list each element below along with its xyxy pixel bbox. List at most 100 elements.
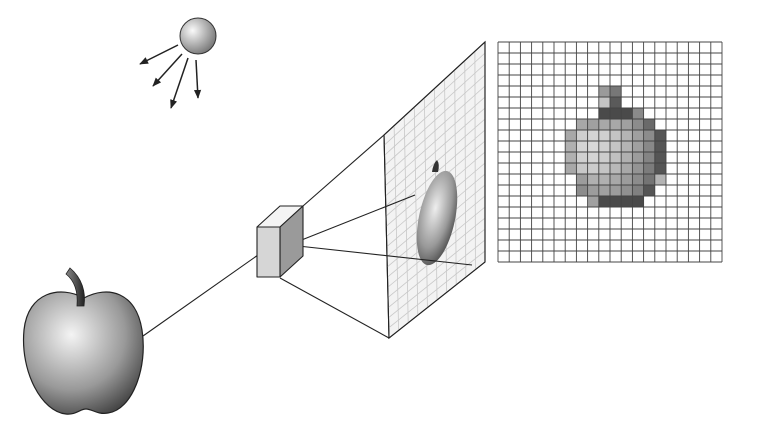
- pixel: [632, 108, 644, 119]
- pixel: [610, 86, 622, 97]
- pixel: [610, 130, 622, 141]
- pixel: [654, 130, 666, 141]
- pixel: [654, 163, 666, 174]
- light-rays: [139, 44, 202, 109]
- pixel: [598, 163, 610, 174]
- pixel: [621, 152, 633, 163]
- pixel: [621, 119, 633, 130]
- pixel: [621, 130, 633, 141]
- light-source: [139, 17, 217, 109]
- pixel: [610, 174, 622, 185]
- pixel: [610, 163, 622, 174]
- pixel: [621, 185, 633, 196]
- pixel: [565, 130, 577, 141]
- pixel: [576, 130, 588, 141]
- screen-grid-line: [385, 129, 486, 217]
- sun-icon: [179, 17, 217, 55]
- pixel: [598, 119, 610, 130]
- lens-ray-top: [288, 194, 416, 246]
- pixel: [598, 152, 610, 163]
- pixel: [643, 130, 655, 141]
- pixel: [643, 185, 655, 196]
- pixel: [587, 130, 599, 141]
- pixel: [598, 196, 610, 207]
- pixel: [565, 152, 577, 163]
- pixel: [632, 163, 644, 174]
- pixel: [632, 130, 644, 141]
- light-ray: [139, 44, 179, 65]
- pixel: [610, 97, 622, 108]
- pixel: [587, 185, 599, 196]
- pixel: [565, 163, 577, 174]
- object-ray: [142, 254, 259, 337]
- pixel: [610, 185, 622, 196]
- pixel: [632, 141, 644, 152]
- pixel: [643, 163, 655, 174]
- pixel: [587, 163, 599, 174]
- pixel: [654, 141, 666, 152]
- pixel: [632, 174, 644, 185]
- screen-grid-line: [388, 250, 486, 329]
- pixel: [632, 119, 644, 130]
- screen-grid-line: [388, 239, 486, 319]
- pixel: [610, 141, 622, 152]
- light-ray: [152, 53, 183, 87]
- apple: [22, 267, 144, 415]
- pixel: [643, 152, 655, 163]
- pixel: [598, 97, 610, 108]
- pixel: [621, 196, 633, 207]
- pixel: [587, 141, 599, 152]
- pixel: [598, 185, 610, 196]
- screen-grid-line: [384, 63, 486, 156]
- pixel: [598, 86, 610, 97]
- pixel: [632, 152, 644, 163]
- pixel: [598, 108, 610, 119]
- pixel: [576, 185, 588, 196]
- pixel-grid: [497, 41, 723, 263]
- projection-lines: [142, 134, 390, 339]
- light-ray: [170, 57, 189, 109]
- screen-grid-line: [384, 96, 486, 187]
- screen-grid-line: [384, 74, 486, 166]
- pixel: [587, 152, 599, 163]
- pixel: [643, 174, 655, 185]
- frustum-top: [302, 134, 385, 207]
- pixel: [598, 141, 610, 152]
- pixel: [576, 174, 588, 185]
- screen-grid-line: [384, 85, 486, 176]
- screen-grid-line: [385, 107, 486, 197]
- pixel: [598, 174, 610, 185]
- pixel: [654, 174, 666, 185]
- screen-grid-line: [383, 52, 486, 146]
- pixel: [654, 152, 666, 163]
- image-plane: [288, 40, 486, 340]
- projected-apple: [416, 160, 458, 266]
- pixel: [610, 152, 622, 163]
- pixel: [576, 141, 588, 152]
- camera-front: [256, 226, 281, 278]
- pixel: [610, 119, 622, 130]
- pixel: [643, 141, 655, 152]
- frustum-bottom: [279, 277, 390, 339]
- lens-ray-bottom: [288, 244, 473, 266]
- pixel: [621, 174, 633, 185]
- apple-stem: [65, 267, 85, 307]
- pixel: [576, 119, 588, 130]
- pixel: [610, 196, 622, 207]
- screen-grid-line: [387, 228, 486, 308]
- light-ray: [193, 59, 202, 99]
- pixel: [621, 163, 633, 174]
- pixel: [632, 196, 644, 207]
- pixel: [587, 196, 599, 207]
- pixel: [643, 119, 655, 130]
- pixel: [610, 108, 622, 119]
- pixel: [621, 108, 633, 119]
- pixel: [576, 163, 588, 174]
- pixel: [576, 152, 588, 163]
- pixel: [632, 185, 644, 196]
- pixel: [587, 174, 599, 185]
- pixel: [565, 141, 577, 152]
- pixel: [598, 130, 610, 141]
- camera: [256, 205, 304, 278]
